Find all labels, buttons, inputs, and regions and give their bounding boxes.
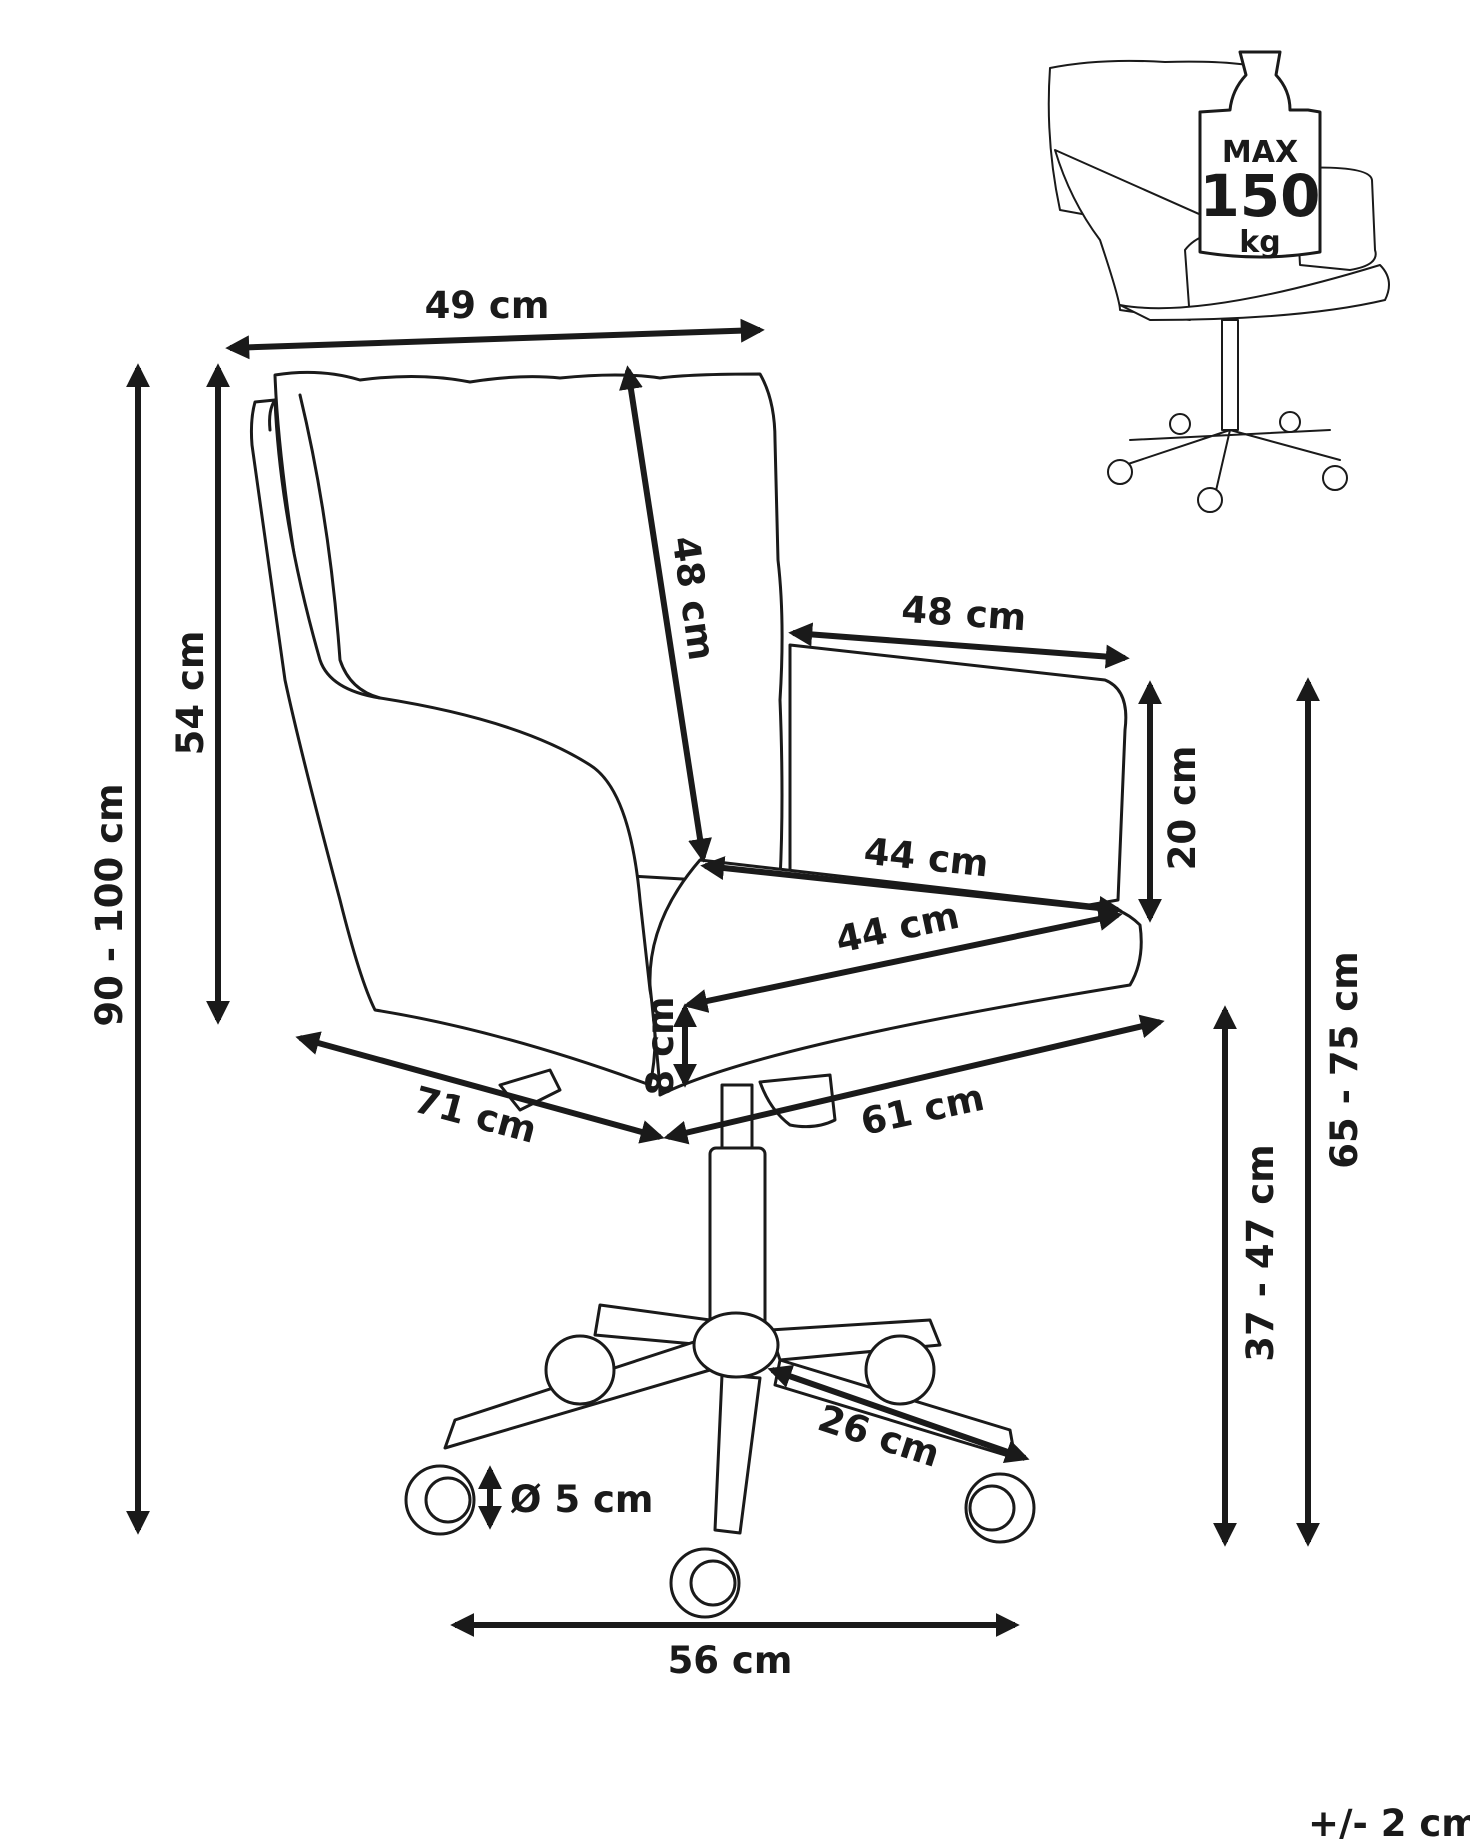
arrow-armrest-length [788, 622, 1130, 669]
weight-unit: kg [1239, 225, 1280, 260]
arrow-overall-width [225, 318, 765, 360]
label-armrest-height: 20 cm [1161, 746, 1204, 871]
label-seat-height: 65 - 75 cm [1323, 951, 1366, 1168]
label-wheel-diameter: Ø 5 cm [510, 1478, 653, 1521]
weight-capacity-illustration: MAX 150 kg [1047, 50, 1390, 513]
label-base-width: 56 cm [668, 1639, 793, 1682]
gas-cylinder-lower [708, 1146, 767, 1330]
arrow-overall-depth [295, 1031, 665, 1144]
label-base-height: 37 - 47 cm [1239, 1144, 1282, 1361]
weight-value: 150 [1199, 162, 1320, 230]
label-overall-width: 49 cm [425, 284, 550, 327]
arrow-depth-61 [663, 1014, 1165, 1145]
weight-max-label: MAX [1222, 135, 1298, 170]
dimension-arrows [126, 318, 1320, 1637]
label-back-height: 54 cm [169, 631, 212, 756]
arrow-leg-length [767, 1364, 1030, 1464]
label-armrest-length: 48 cm [900, 588, 1028, 640]
label-seat-thickness: 8 cm [639, 996, 682, 1095]
arrow-seat-width [683, 907, 1123, 1013]
weight-badge: MAX 150 kg [1198, 50, 1322, 260]
label-total-height: 90 - 100 cm [88, 783, 131, 1026]
arrow-backrest-height [619, 365, 712, 863]
arrow-seat-depth [700, 856, 1123, 920]
tolerance-note: +/- 2 cm [1308, 1802, 1470, 1839]
